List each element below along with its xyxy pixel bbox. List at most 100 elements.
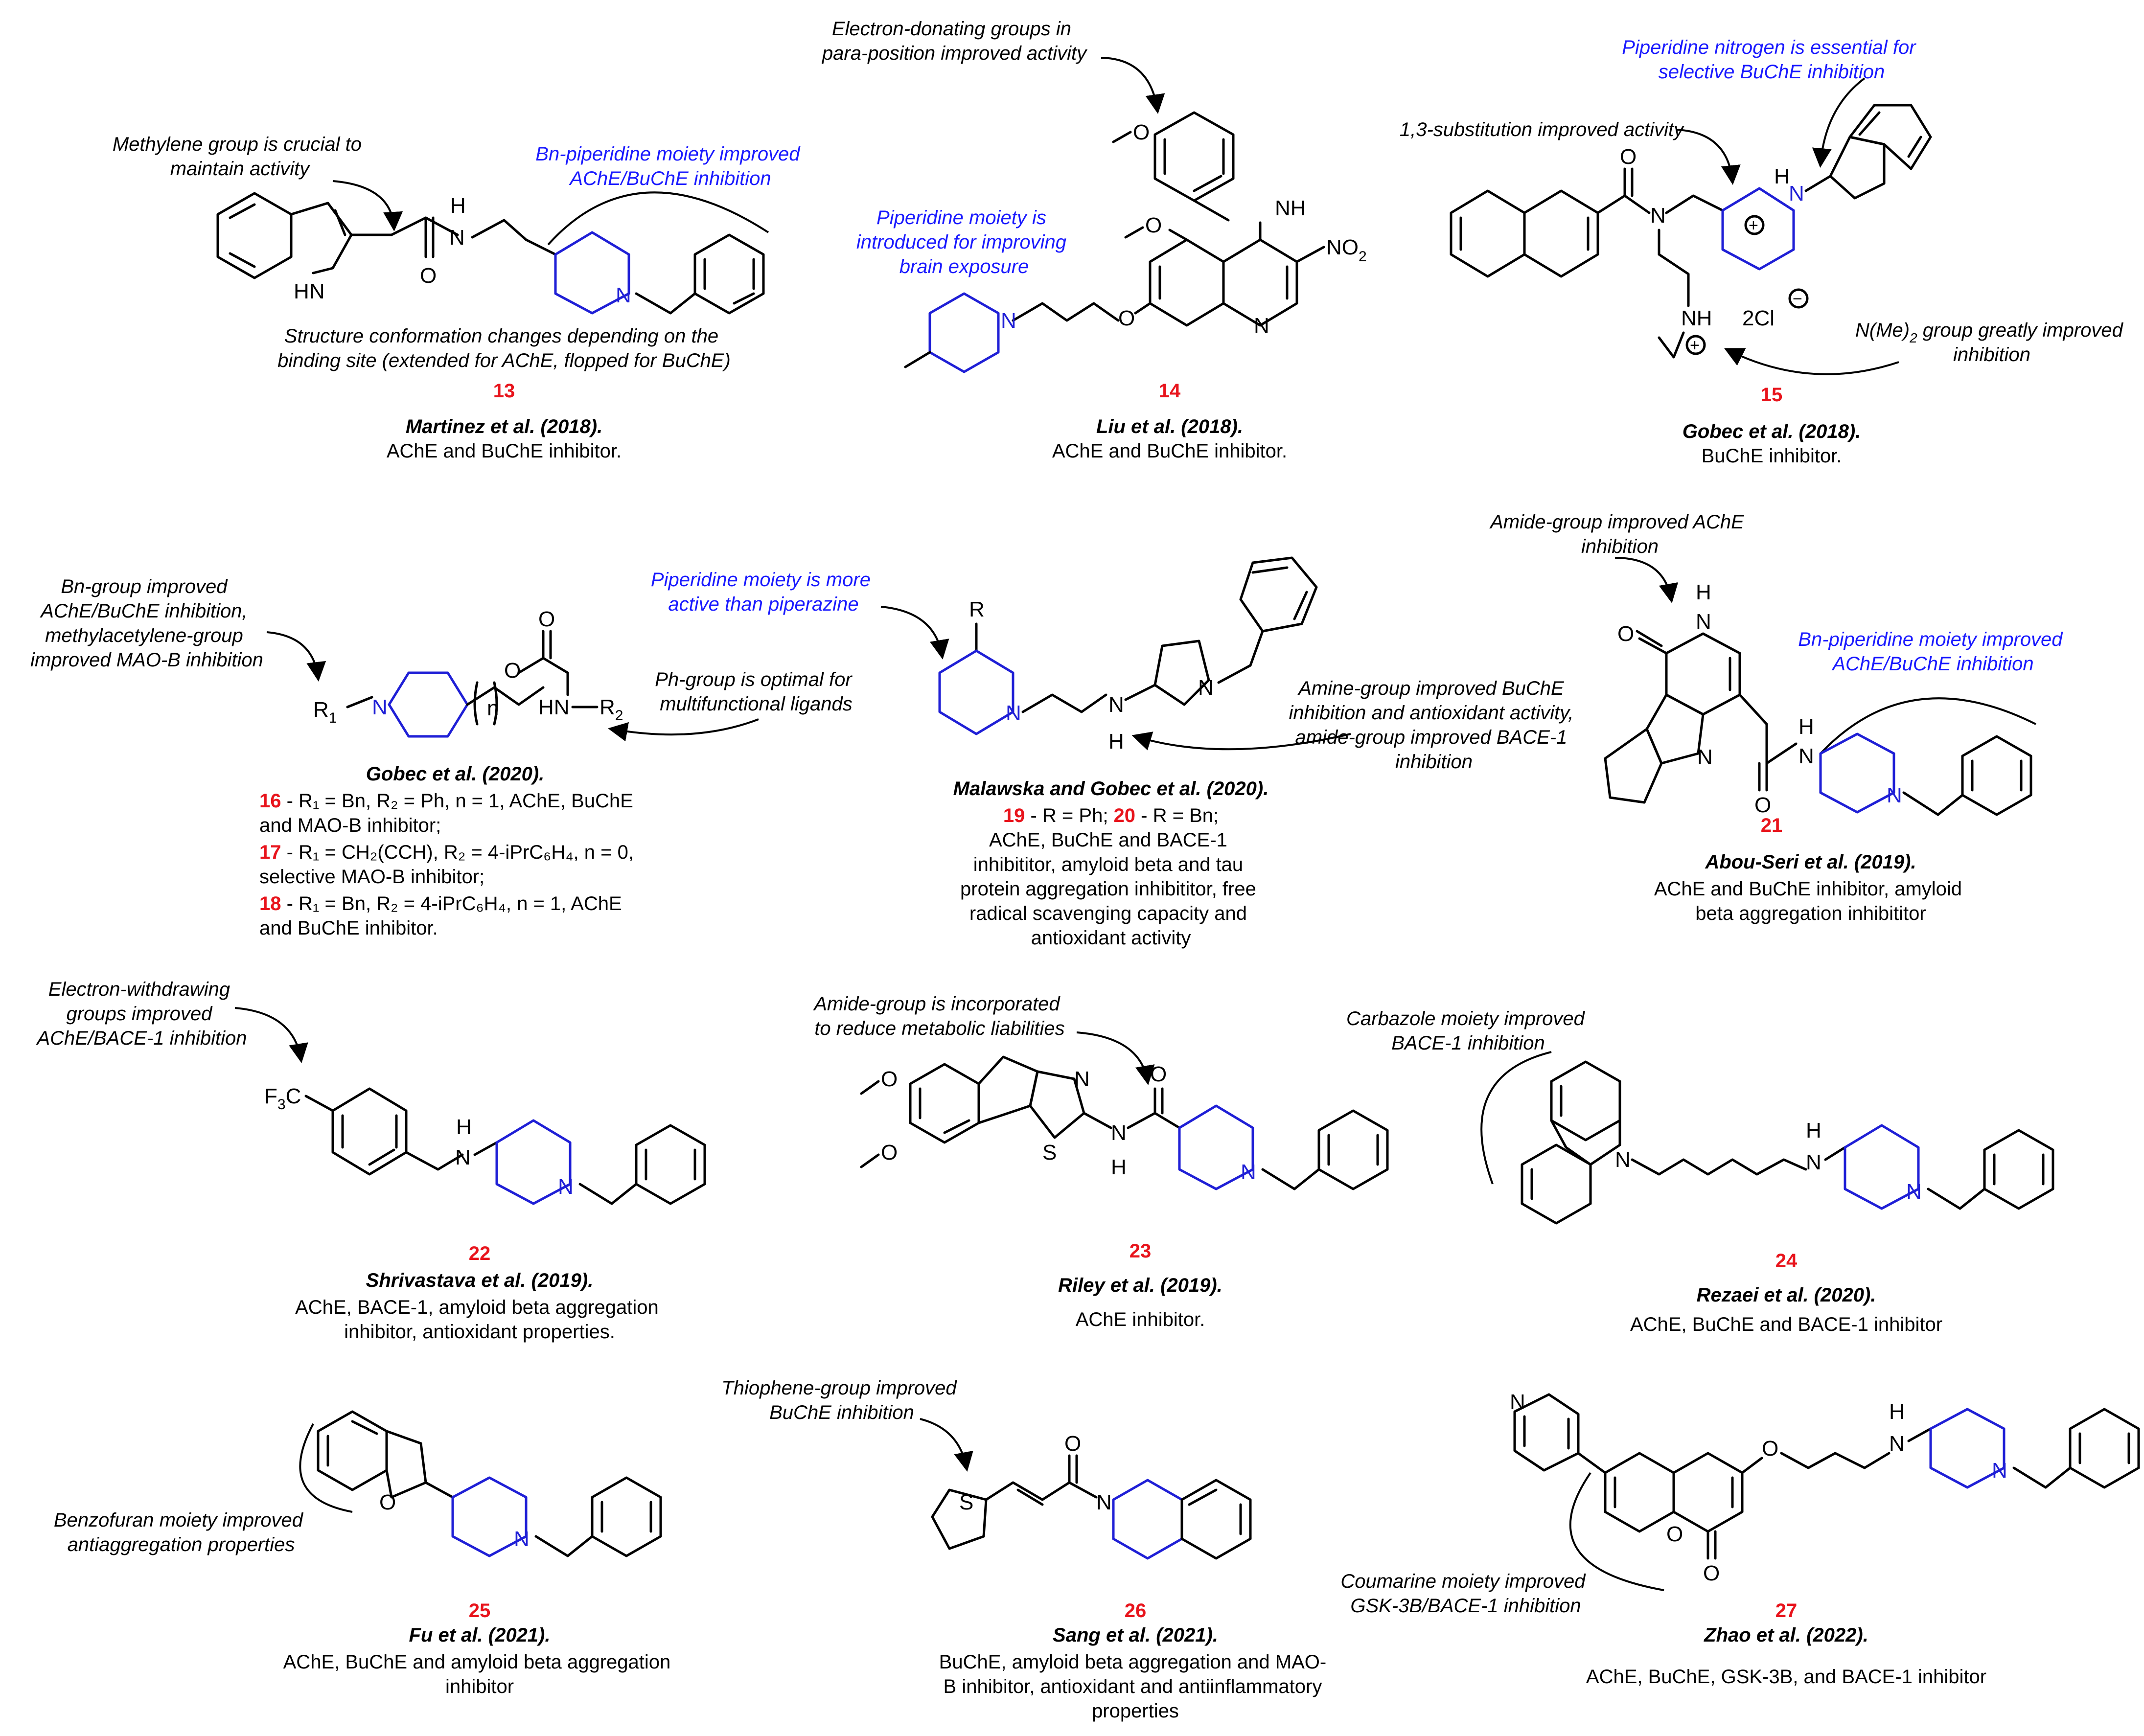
number-22: 22 xyxy=(469,1243,491,1264)
atom-21-n4: N xyxy=(1887,783,1902,807)
atom-23-o3: O xyxy=(1150,1062,1167,1086)
cyclopentane-23 xyxy=(977,1055,1039,1124)
ref-16: Gobec et al. (2020). xyxy=(366,763,545,785)
atom-16-o2: O xyxy=(538,607,555,631)
ref-22: Shrivastava et al. (2019). xyxy=(366,1270,594,1291)
desc-22: AChE, BACE-1, amyloid beta aggregation i… xyxy=(295,1297,664,1343)
note-24-a: Carbazole moiety improved BACE-1 inhibit… xyxy=(1346,1008,1590,1054)
piperidine-24 xyxy=(1844,1124,1920,1210)
desc-21: AChE and BuChE inhibitor, amyloid beta a… xyxy=(1654,878,1967,924)
arrow-22-a xyxy=(234,1007,308,1063)
chain-13 xyxy=(350,216,459,236)
benzyl-21 xyxy=(1961,735,2032,816)
atom-27-o2: O xyxy=(1703,1561,1720,1585)
arrow-16-b xyxy=(608,718,759,742)
pyrrolidine-19 xyxy=(1153,640,1210,706)
desc-24: AChE, BuChE and BACE-1 inhibitor xyxy=(1630,1314,1942,1335)
atom-19-n3: N xyxy=(1198,676,1214,700)
anisole-14 xyxy=(1153,111,1235,202)
atom-21-h: H xyxy=(1696,580,1711,604)
thiophene-26 xyxy=(931,1488,988,1550)
arc-27 xyxy=(1569,1472,1664,1591)
atom-21-n3: N xyxy=(1798,744,1814,768)
desc-14: AChE and BuChE inhibitor. xyxy=(1052,440,1287,462)
number-27: 27 xyxy=(1775,1600,1798,1622)
note-19-b: Amine-group improved BuChE inhibition an… xyxy=(1289,678,1579,773)
atom-27-o3: O xyxy=(1762,1437,1778,1461)
arc-13 xyxy=(547,191,769,246)
atom-15-nh: NH xyxy=(1681,306,1712,330)
arrow-26-a xyxy=(920,1418,973,1472)
atom-24-n3: N xyxy=(1906,1180,1922,1204)
benzyl-23 xyxy=(1317,1109,1389,1190)
desc-19: AChE, BuChE and BACE-1 inhibititor, amyl… xyxy=(960,829,1262,949)
atom-23-o2: O xyxy=(881,1141,898,1165)
atom-22-f3c: F3C xyxy=(264,1084,301,1113)
arrow-15-b xyxy=(1676,129,1741,185)
atom-16-n: N xyxy=(372,695,388,719)
ref-15: Gobec et al. (2018). xyxy=(1683,421,1861,442)
compound-19-20: Piperidine moiety is more active than pi… xyxy=(651,556,1579,949)
desc-26: BuChE, amyloid beta aggregation and MAO-… xyxy=(939,1651,1332,1722)
number-23: 23 xyxy=(1130,1240,1152,1262)
note-13-a: Methylene group is crucial to maintain a… xyxy=(113,134,367,180)
ref-26: Sang et al. (2021). xyxy=(1053,1624,1218,1646)
benzyl-27 xyxy=(2069,1408,2140,1489)
atom-23-o1: O xyxy=(881,1067,898,1091)
ref-13: Martinez et al. (2018). xyxy=(406,416,602,437)
atom-26-s: S xyxy=(959,1490,973,1514)
atom-23-n3: N xyxy=(1241,1160,1256,1184)
compound-14: Electron-donating groups in para-positio… xyxy=(822,18,1367,462)
ref-27: Zhao et al. (2022). xyxy=(1704,1624,1868,1646)
atom-15-n1: N xyxy=(1650,204,1666,228)
number-21: 21 xyxy=(1761,815,1783,836)
atom-14-nh: NH xyxy=(1275,196,1306,220)
atom-16-r1: R1 xyxy=(313,698,337,726)
number-25: 25 xyxy=(469,1600,491,1622)
atom-15-h: H xyxy=(1774,164,1790,188)
atom-24-h: H xyxy=(1806,1119,1821,1142)
arrow-14-a xyxy=(1101,57,1165,114)
ref-24: Rezaei et al. (2020). xyxy=(1697,1284,1876,1306)
atom-19-r: R xyxy=(969,597,985,621)
benzo-26 xyxy=(1180,1479,1252,1560)
arrow-16-a xyxy=(266,631,326,682)
note-25-a: Benzofuran moiety improved antiaggregati… xyxy=(54,1509,308,1555)
note-15-c: N(Me)2 group greatly improved inhibition xyxy=(1855,320,2128,365)
atom-14-o2: O xyxy=(1145,213,1162,237)
note-13-b: Bn-piperidine moiety improved AChE/BuChE… xyxy=(535,143,805,189)
atom-24-n1: N xyxy=(1615,1148,1631,1172)
atom-14-no2: NO2 xyxy=(1326,235,1367,265)
atom-23-s: S xyxy=(1042,1141,1057,1165)
note-27-a: Coumarine moiety improved GSK-3B/BACE-1 … xyxy=(1340,1571,1591,1617)
arc-25 xyxy=(299,1423,353,1513)
atom-26-o: O xyxy=(1064,1432,1081,1456)
atom-22-h: H xyxy=(456,1115,472,1139)
arrow-13-a xyxy=(332,180,403,231)
tetrahydroisoquinoline-26 xyxy=(1112,1479,1183,1560)
compound-13: Methylene group is crucial to maintain a… xyxy=(113,134,805,462)
ref-14: Liu et al. (2018). xyxy=(1096,416,1243,437)
piperidine-22 xyxy=(495,1119,572,1205)
pyrrolidine-21 xyxy=(1604,728,1663,804)
pyrrole-21 xyxy=(1645,693,1705,765)
piperidine-14 xyxy=(928,292,1000,373)
piperidine-15 xyxy=(1721,187,1795,271)
atom-19-n1: N xyxy=(1006,701,1021,725)
number-26: 26 xyxy=(1125,1600,1147,1622)
atom-16-hn: HN xyxy=(538,695,570,719)
charge-15-plus xyxy=(1744,215,1765,235)
arc-24 xyxy=(1480,1051,1552,1185)
note-21-a: Amide-group improved AChE inhibition xyxy=(1489,511,1750,557)
note-15-b: 1,3-substitution improved activity xyxy=(1400,119,1685,140)
note-26-a: Thiophene-group improved BuChE inhibitio… xyxy=(721,1377,962,1423)
atom-22-n2: N xyxy=(558,1175,574,1199)
atom-27-n1: N xyxy=(1510,1390,1525,1414)
indane-15 xyxy=(1829,104,1932,200)
atom-19-h: H xyxy=(1108,730,1124,754)
note-16-a: Bn-group improved AChE/BuChE inhibition,… xyxy=(30,576,263,671)
ref-25: Fu et al. (2021). xyxy=(409,1624,551,1646)
atom-14-o1: O xyxy=(1133,120,1150,144)
note-15-a: Piperidine nitrogen is essential for sel… xyxy=(1622,37,1921,83)
